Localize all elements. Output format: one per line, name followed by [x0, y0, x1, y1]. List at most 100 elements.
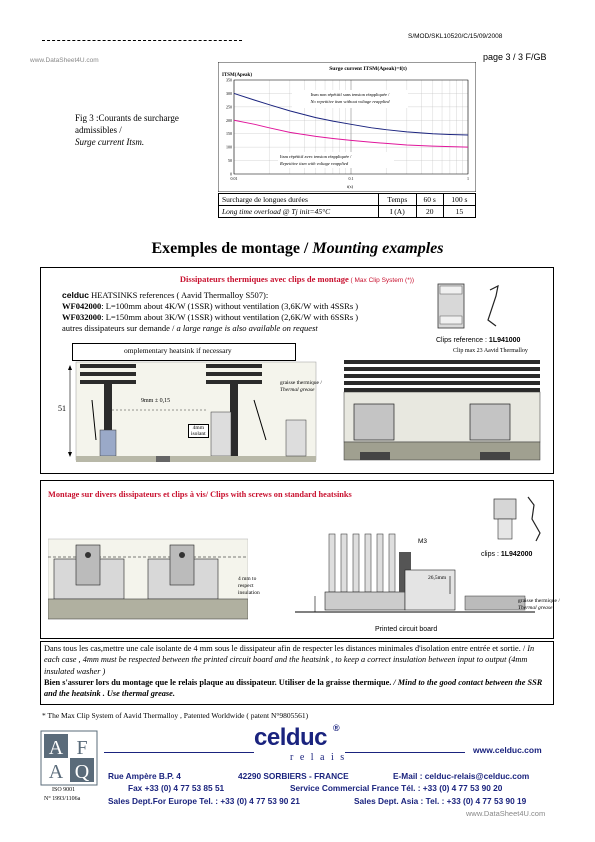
- dim-4mm-1: 4 mm to: [238, 576, 257, 582]
- doc-reference: S/MOD/SKL10520/C/15/09/2008: [408, 33, 503, 40]
- wf032-code: WF032000: [62, 312, 102, 322]
- registered-mark: ®: [333, 723, 340, 733]
- chart-title: Surge current ITSM(Apeak)=f(t): [329, 65, 407, 72]
- clip-illustration: [437, 283, 499, 329]
- y-tick-label: 350: [226, 78, 232, 83]
- y-tick-label: 300: [226, 91, 232, 96]
- grease-fr-2: graisse thermique /: [518, 598, 560, 604]
- annotation-pink-en: Repetitive itsm with voltage reapplied: [279, 161, 349, 166]
- x-tick-label: 1: [467, 176, 469, 181]
- y-tick-label: 250: [226, 104, 232, 109]
- footer-url[interactable]: www.celduc.com: [473, 745, 542, 755]
- clips-label: clips :: [481, 551, 501, 558]
- footer-brand: celduc: [254, 724, 328, 751]
- dim-4mm-2: respect: [238, 583, 254, 589]
- wf042-line: WF042000: L=100mm about 4K/W (1SSR) with…: [62, 301, 358, 312]
- table-cell: 60 s: [415, 193, 444, 206]
- heatsink-side-diagram: [68, 361, 317, 462]
- note-fr-1: Dans tous les cas,mettre une cale isolan…: [44, 644, 528, 653]
- note-en-1: In each case , 4mm must be respected bet…: [44, 644, 535, 676]
- celduc-inline: celduc: [62, 290, 89, 300]
- series-line-2: [233, 119, 469, 148]
- chart-frame: [218, 62, 476, 192]
- footer-city: 42290 SORBIERS - FRANCE: [238, 771, 349, 781]
- legend-annotation-blue: Itsm non répétitif sans tension réappliq…: [292, 90, 408, 108]
- annotation-blue-en: No repetitive itsm without voltage reapp…: [309, 99, 390, 104]
- table-cell: 15: [442, 205, 477, 218]
- heatsink-front-diagram: [343, 360, 541, 461]
- watermark-bottom[interactable]: www.DataSheet4U.com: [466, 809, 546, 818]
- table-cell: 100 s: [442, 193, 477, 206]
- svg-text:F: F: [76, 737, 87, 759]
- heatsink-note-text: omplementary heatsink if necessary: [124, 346, 232, 355]
- box1-text: celduc HEATSINKS references ( Aavid Ther…: [62, 290, 358, 334]
- clips-ref-2: clips : 1L942000: [481, 551, 532, 558]
- plot-area: [233, 79, 469, 175]
- wf042-text: : L=100mm about 4K/W (1SSR) without vent…: [101, 301, 359, 311]
- y-tick-label: 200: [226, 118, 232, 123]
- svg-text:Q: Q: [75, 761, 90, 783]
- iso-label: ISO 9001: [52, 787, 76, 793]
- grease-label-1: graisse thermique /Thermal grease: [280, 380, 322, 394]
- screw-heatsink-diagram-left: [48, 538, 248, 620]
- table-cell: I (A): [378, 205, 417, 218]
- note-en-2: / Mind to the good contact between the S…: [44, 677, 543, 699]
- svg-text:A: A: [49, 761, 64, 783]
- m3-label: M3: [418, 538, 428, 545]
- annotation-pink-fr: Itsm répétitif avec tension réappliquée …: [280, 154, 352, 159]
- fig3-caption-en: Surge current Itsm.: [75, 137, 145, 147]
- mounting-note-text: Dans tous les cas,mettre une cale isolan…: [44, 643, 550, 699]
- pcb-label: Printed circuit board: [375, 626, 438, 633]
- page-number: page 3 / 3 F/GB: [483, 52, 547, 62]
- svg-text:A: A: [49, 737, 64, 759]
- section-title-en: Mounting examples: [312, 240, 444, 257]
- section-title: Exemples de montage / Mounting examples: [0, 240, 595, 258]
- box2-title: Montage sur divers dissipateurs et clips…: [48, 490, 352, 499]
- fig3-caption: Fig 3 :Courants de surcharge admissibles…: [75, 112, 179, 148]
- grease-fr: graisse thermique /: [280, 380, 322, 386]
- grease-label-2: graisse thermique /Thermal grease: [518, 598, 560, 612]
- footer-sales-eu: Sales Dept.For Europe Tel. : +33 (0) 4 7…: [108, 796, 300, 806]
- chart-xlabel: t(s): [347, 184, 354, 189]
- header-rule: [42, 40, 242, 41]
- footer-rule-right: [345, 752, 465, 753]
- clips-code: 1L942000: [500, 551, 533, 558]
- fig3-caption-fr-1: Fig 3 :Courants de surcharge: [75, 113, 179, 123]
- footnote: * The Max Clip System of Aavid Thermallo…: [42, 711, 309, 720]
- table-cell: Temps: [378, 193, 417, 206]
- wf032-line: WF032000: L=150mm about 3K/W (1SSR) with…: [62, 312, 358, 323]
- screw-heatsink-diagram-right: [295, 533, 535, 613]
- table-row: Long time overload @ Tj init=45°C I (A) …: [218, 205, 477, 218]
- y-tick-label: 0: [230, 172, 232, 177]
- wf042-code: WF042000: [62, 301, 102, 311]
- clip-reference: Clips reference : 1L941000: [436, 337, 520, 344]
- note-fr-2: Bien s'assurer lors du montage que le re…: [44, 677, 392, 687]
- y-tick-label: 150: [226, 131, 232, 136]
- fig3-caption-fr-2: admissibles /: [75, 125, 122, 135]
- footer-rule-left: [104, 752, 254, 753]
- footer-email[interactable]: E-Mail : celduc-relais@celduc.com: [393, 771, 530, 781]
- complementary-heatsink-note: [72, 343, 296, 361]
- other-en: a large range is also available on reque…: [176, 323, 318, 333]
- x-tick-label: 0.1: [349, 176, 354, 181]
- box1-title: Dissipateurs thermiques avec clips de mo…: [40, 274, 554, 284]
- chart-series: [233, 92, 469, 148]
- wf032-text: : L=150mm about 3K/W (1SSR) without vent…: [101, 312, 359, 322]
- screw-clip-box: [40, 480, 554, 639]
- heatsink-refs-text: HEATSINKS references ( Aavid Thermalloy …: [88, 290, 269, 300]
- iso-number: N° 1993/1106a: [44, 796, 81, 802]
- section-title-fr: Exemples de montage /: [151, 240, 313, 257]
- legend-annotation-pink: Itsm répétitif avec tension réappliquée …: [278, 152, 394, 168]
- table-cell: 20: [415, 205, 444, 218]
- chart-ylabel: ITSM(Apeak): [222, 73, 252, 78]
- watermark-top[interactable]: www.DataSheet4U.com: [30, 57, 99, 64]
- dim-9mm: 9mm ± 0,15: [141, 398, 171, 404]
- y-tick-label: 50: [228, 158, 232, 163]
- grease-en: Thermal grease: [280, 387, 315, 393]
- series-line-1: [233, 92, 469, 136]
- x-tick-label: 0.01: [231, 176, 238, 181]
- footer-service: Service Commercial France Tél. : +33 (0)…: [290, 783, 503, 793]
- clip-mounting-box: [40, 267, 554, 474]
